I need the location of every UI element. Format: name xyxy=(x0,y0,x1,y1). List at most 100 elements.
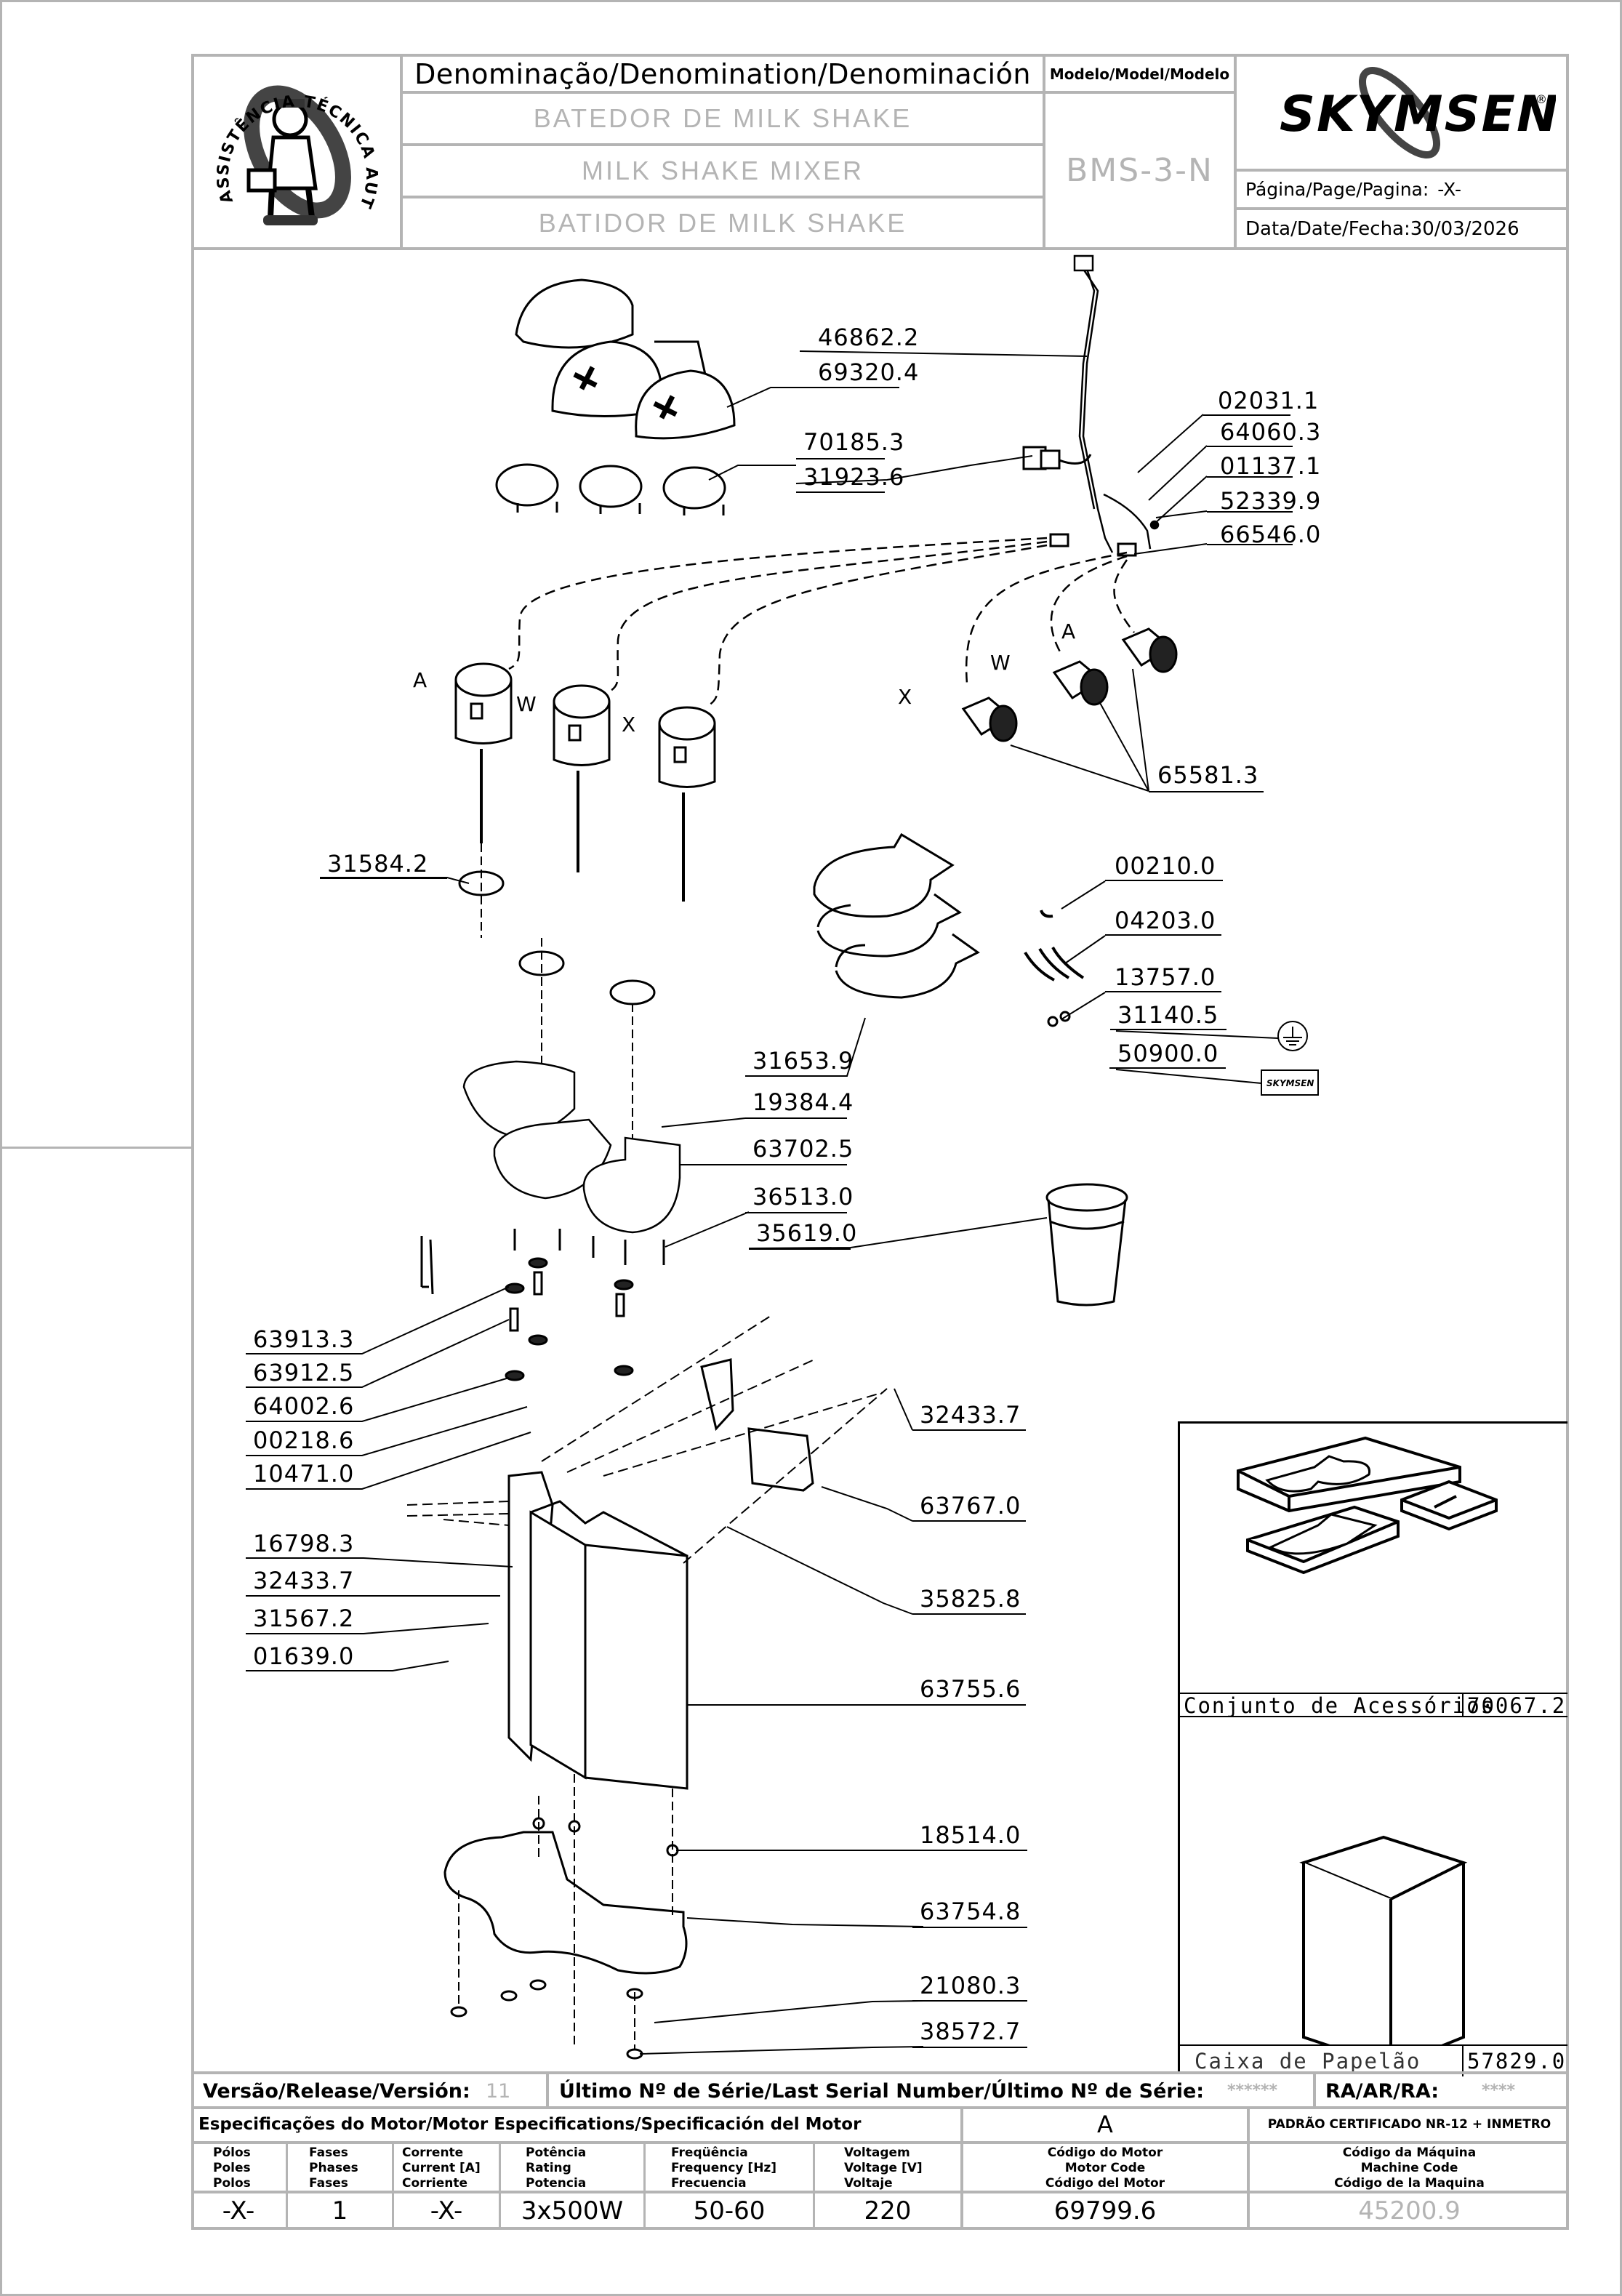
box-code: 57829.0 xyxy=(1467,2049,1567,2074)
part-label: 64002.6 xyxy=(253,1392,355,1420)
part-label: 63754.8 xyxy=(920,1898,1021,1925)
model-title: Modelo/Model/Modelo xyxy=(1049,65,1230,83)
part-underline xyxy=(1207,446,1293,447)
spec-value-motor-code: 69799.6 xyxy=(1053,2196,1157,2225)
motor-specs-table: Especificações do Motor/Motor Especifica… xyxy=(191,2108,1569,2230)
spec-value-machine-code: 45200.9 xyxy=(1358,2196,1461,2225)
page-label: Página/Page/Pagina: xyxy=(1245,179,1429,200)
binding-margin-line xyxy=(0,1147,193,1149)
row-divider xyxy=(191,2191,1569,2193)
clip-part xyxy=(1040,910,1053,918)
title-divider xyxy=(1234,169,1569,172)
part-label: 63767.0 xyxy=(920,1492,1021,1520)
part-label: 36513.0 xyxy=(752,1183,854,1211)
spec-value-rating: 3x500W xyxy=(521,2196,624,2225)
part-underline xyxy=(1110,1029,1226,1030)
wires-part xyxy=(1024,947,1085,982)
back-cover-part xyxy=(700,1358,814,1492)
motor-tag-x: X xyxy=(622,713,637,736)
part-label: 32433.7 xyxy=(253,1567,355,1594)
title-divider xyxy=(400,91,1045,94)
part-underline xyxy=(912,1613,1026,1615)
part-label: 31923.6 xyxy=(803,463,905,491)
part-underline xyxy=(1105,880,1223,881)
part-underline xyxy=(1109,1067,1226,1069)
date-label: Data/Date/Fecha: xyxy=(1245,217,1410,240)
col-divider xyxy=(286,2141,288,2230)
skymsen-logo-icon: SKYMSEN ® xyxy=(1280,66,1556,159)
part-underline xyxy=(246,1488,362,1490)
brand-label-part: SKYMSEN xyxy=(1261,1069,1319,1096)
part-label: 35825.8 xyxy=(920,1585,1021,1613)
part-underline xyxy=(912,2000,1027,2002)
part-underline xyxy=(1207,544,1293,545)
title-divider xyxy=(1234,207,1569,210)
part-label: 31140.5 xyxy=(1117,1001,1219,1029)
ra-label: RA/AR/RA: xyxy=(1325,2080,1440,2103)
part-label: 18514.0 xyxy=(920,1821,1021,1849)
title-divider xyxy=(1234,54,1237,250)
bowl-screws xyxy=(420,1229,665,1295)
motor-a-part xyxy=(454,662,513,843)
part-label: 04203.0 xyxy=(1115,907,1216,934)
motor-w-part xyxy=(553,684,611,872)
part-label: 01639.0 xyxy=(253,1642,355,1670)
part-underline xyxy=(246,1595,362,1597)
accessory-kit-label: Conjunto de Acessórios xyxy=(1184,1693,1495,1718)
title-divider xyxy=(1043,54,1045,250)
part-label: 52339.9 xyxy=(1220,487,1322,515)
part-underline xyxy=(320,878,447,879)
frame-right-line xyxy=(1620,0,1622,2296)
spec-value-frequency: 50-60 xyxy=(693,2196,766,2225)
part-underline xyxy=(1207,476,1293,478)
terminals-part xyxy=(1047,1011,1071,1027)
switch-tag-w: W xyxy=(990,651,1011,675)
row-divider xyxy=(546,2071,549,2109)
row-divider xyxy=(191,2141,1569,2144)
border-bottom xyxy=(191,2227,1569,2230)
switch-tag-a: A xyxy=(1061,619,1077,643)
part-label: 00218.6 xyxy=(253,1426,355,1454)
border-right xyxy=(1566,54,1569,2230)
title-block: ASSISTÊNCIA TÉCNICA AUTORIZADA Denominaç… xyxy=(191,54,1569,250)
part-label: 01137.1 xyxy=(1220,452,1322,480)
part-label: 63913.3 xyxy=(253,1325,355,1353)
title-divider xyxy=(1043,91,1237,94)
part-underline xyxy=(1149,791,1264,792)
part-underline xyxy=(1207,511,1293,513)
part-label: 64060.3 xyxy=(1220,418,1322,446)
assembly-axes xyxy=(406,1315,888,1564)
accessory-kit-code: 70067.2 xyxy=(1467,1693,1567,1718)
accessory-kit-drawing xyxy=(1237,1436,1498,1575)
part-label: 31584.2 xyxy=(327,850,429,878)
switch-tag-x: X xyxy=(898,685,913,709)
product-name-en: MILK SHAKE MIXER xyxy=(581,156,864,185)
motor-x-part xyxy=(658,706,716,902)
part-label: 63702.5 xyxy=(752,1135,854,1163)
part-label: 16798.3 xyxy=(253,1530,355,1557)
part-label: 31567.2 xyxy=(253,1605,355,1632)
release-row: Versão/Release/Versión: 11 Último Nº de … xyxy=(191,2071,1569,2109)
part-underline xyxy=(745,1117,847,1119)
spec-value-phases: 1 xyxy=(332,2196,348,2225)
serial-label: Último Nº de Série/Last Serial Number/Úl… xyxy=(559,2080,1205,2103)
caption-divider xyxy=(1462,2046,1464,2076)
svg-text:SKYMSEN: SKYMSEN xyxy=(1266,1078,1314,1088)
authorized-service-logo: ASSISTÊNCIA TÉCNICA AUTORIZADA xyxy=(194,57,400,247)
version-label: Versão/Release/Versión: xyxy=(203,2080,470,2103)
cardboard-box-drawing xyxy=(1299,1835,1468,2044)
row-divider xyxy=(960,2108,963,2230)
box-caption-row: Caixa de Papelão 57829.0 xyxy=(1180,2044,1567,2076)
part-underline xyxy=(246,1353,362,1354)
part-underline xyxy=(246,1421,362,1422)
part-label: 38572.7 xyxy=(920,2018,1021,2045)
technician-mascot-icon: ASSISTÊNCIA TÉCNICA AUTORIZADA xyxy=(206,61,379,225)
